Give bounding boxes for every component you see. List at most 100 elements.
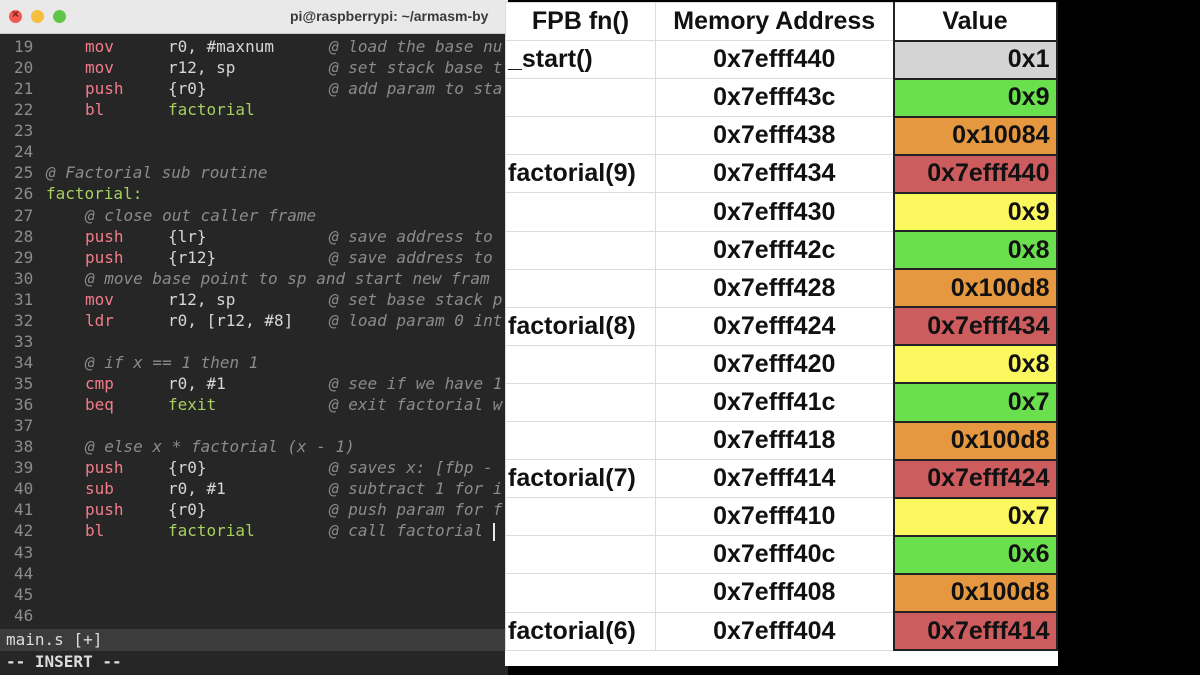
code-instruction: beq [85,395,114,415]
code-line[interactable]: 31 mov r12, sp @ set base stack p [0,289,508,310]
code-instruction: push [85,226,124,246]
code-comment: @ set base stack p [329,289,503,309]
code-operands: r12, sp [168,58,236,78]
fpb-fn-cell: factorial(9) [505,154,656,194]
code-symbol: factorial [168,100,255,120]
fpb-fn-cell [505,421,656,461]
code-instruction: bl [85,521,105,541]
code-operands: {r12} [168,247,217,267]
line-number: 20 [14,58,34,78]
line-number: 33 [14,331,34,351]
value-cell: 0x7efff424 [892,458,1058,499]
code-comment: @ close out caller frame [85,205,317,225]
code-operands: {r0} [168,79,207,99]
close-window-button[interactable] [9,7,22,23]
code-line[interactable]: 25@ Factorial sub routine [0,162,508,183]
code-operands: r0, [r12, #8] [168,310,294,330]
code-line[interactable]: 43 [0,542,508,563]
line-number: 25 [14,163,34,183]
code-comment: @ add param to sta [329,79,503,99]
memory-address-cell: 0x7efff408 [655,573,894,613]
code-instruction: push [85,79,124,99]
line-number: 23 [14,121,34,141]
code-comment: @ else x * factorial (x - 1) [85,437,355,457]
maximize-window-button[interactable] [53,10,66,23]
header-value: Value [892,2,1058,42]
code-line[interactable]: 34@ if x == 1 then 1 [0,352,508,373]
value-cell: 0x7efff440 [892,153,1058,194]
code-line[interactable]: 46 [0,605,508,626]
memory-address-cell: 0x7efff40c [655,535,894,575]
line-number: 34 [14,352,34,372]
code-instruction: mov [85,289,114,309]
code-line[interactable]: 24 [0,141,508,162]
line-number: 39 [14,458,34,478]
code-symbol: factorial [168,521,255,541]
code-line[interactable]: 45 [0,584,508,605]
code-operands: r12, sp [168,289,236,309]
header-fpb-fn: FPB fn() [505,2,656,42]
code-line[interactable]: 38@ else x * factorial (x - 1) [0,436,508,457]
code-comment: @ set stack base t [329,58,503,78]
fpb-fn-cell [505,116,656,156]
line-number: 30 [14,268,34,288]
code-instruction: push [85,500,124,520]
memory-address-cell: 0x7efff43c [655,78,894,118]
code-line[interactable]: 30@ move base point to sp and start new … [0,268,508,289]
code-comment: @ push param for f [329,500,503,520]
code-symbol: fexit [168,395,217,415]
line-number: 22 [14,100,34,120]
title-bar[interactable]: pi@raspberrypi: ~/armasm-by [0,0,508,34]
code-line[interactable]: 33 [0,331,508,352]
line-number: 19 [14,37,34,56]
code-line[interactable]: 27@ close out caller frame [0,205,508,226]
memory-address-cell: 0x7efff440 [655,40,894,80]
vim-status-line: main.s [+] [0,629,508,651]
code-line[interactable]: 44 [0,563,508,584]
code-line[interactable]: 23 [0,120,508,141]
minimize-window-button[interactable] [31,10,44,23]
value-cell: 0x6 [892,534,1058,575]
code-comment: @ load the base nu [329,37,503,56]
code-instruction: push [85,458,124,478]
value-cell: 0x10084 [892,115,1058,156]
fpb-fn-cell [505,382,656,423]
value-cell: 0x7efff434 [892,306,1058,347]
code-operands: {r0} [168,500,207,520]
code-comment: @ call factorial [329,521,484,541]
line-number: 31 [14,289,34,309]
line-number: 46 [14,605,34,625]
background-edge [1058,0,1200,675]
value-cell: 0x9 [892,191,1058,233]
line-number: 35 [14,374,34,393]
code-comment: @ save address to [329,226,493,246]
code-line[interactable]: 37 [0,415,508,436]
code-label: factorial: [46,184,143,204]
value-cell: 0x100d8 [892,420,1058,461]
